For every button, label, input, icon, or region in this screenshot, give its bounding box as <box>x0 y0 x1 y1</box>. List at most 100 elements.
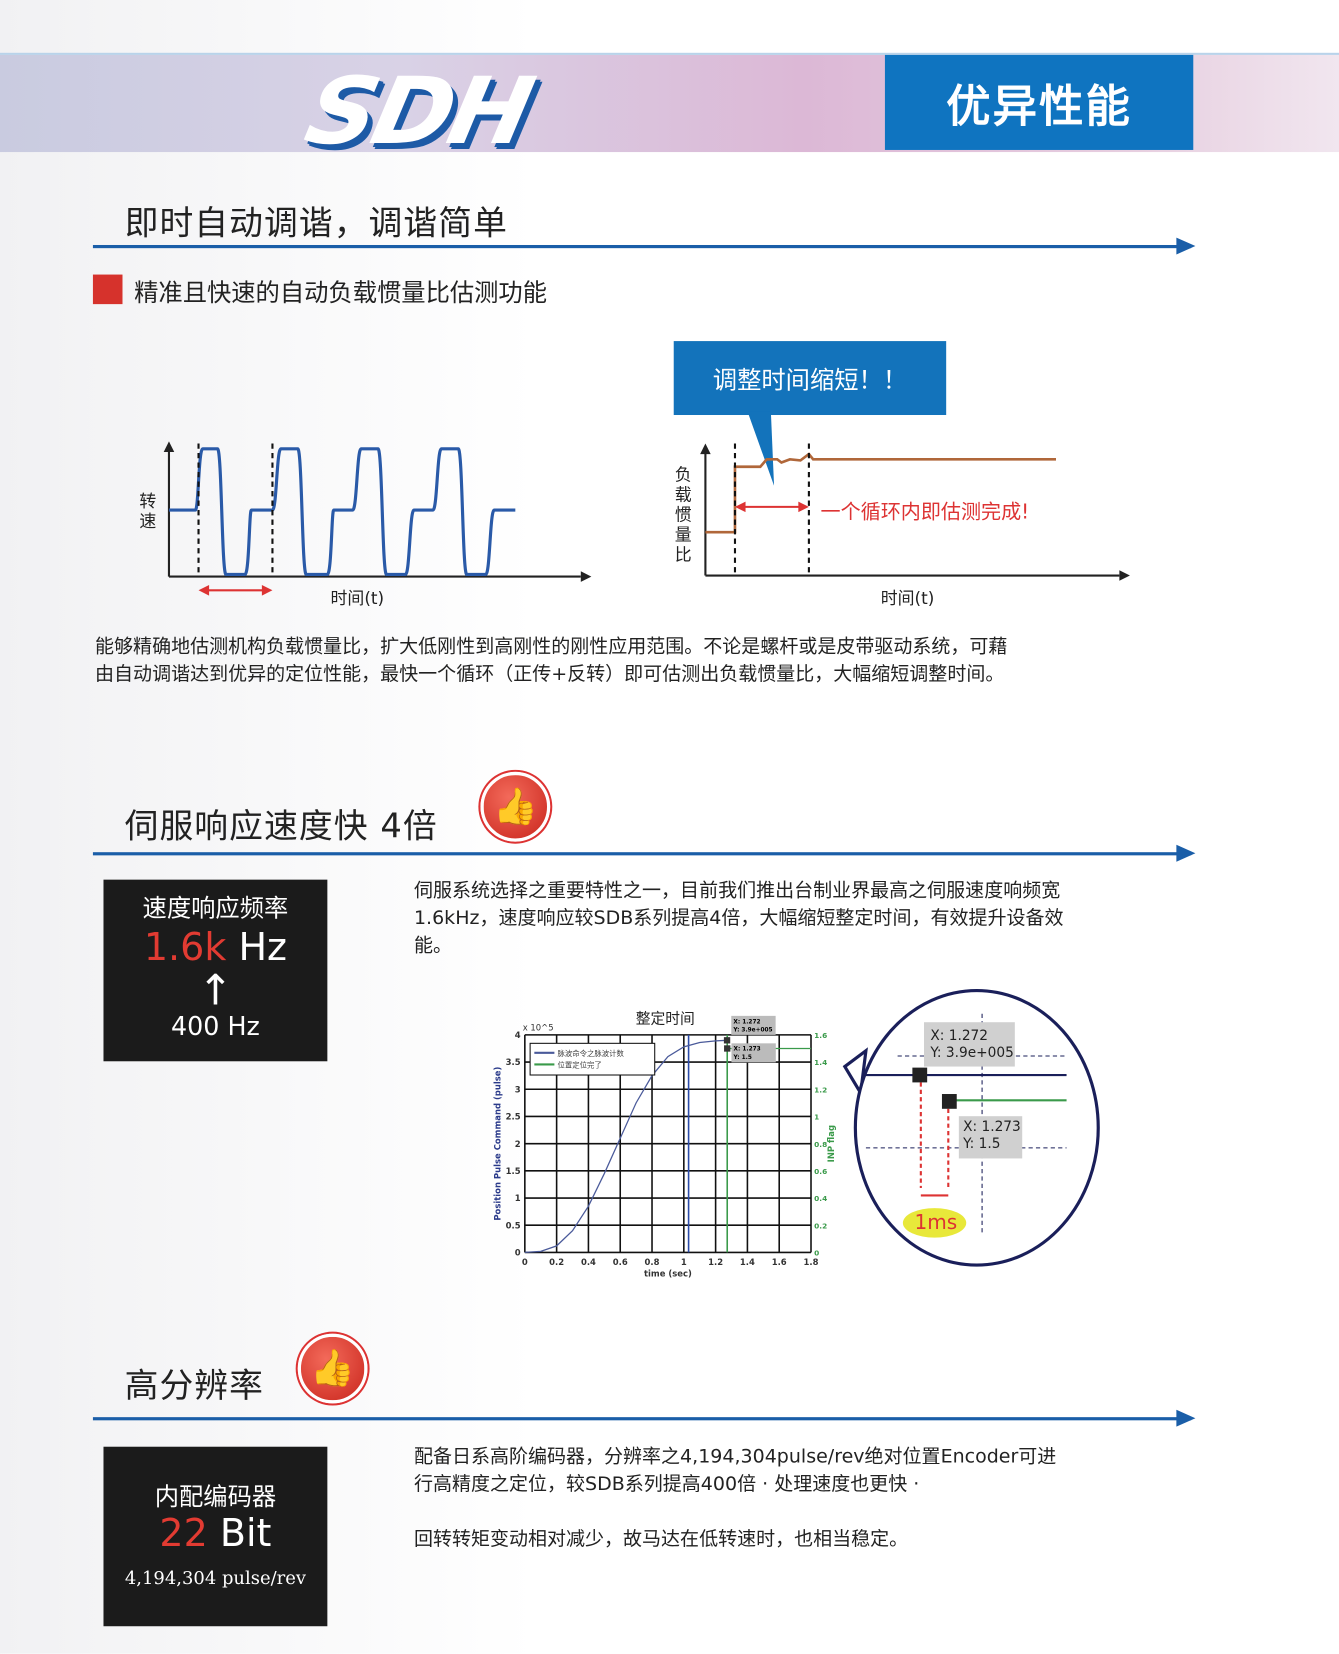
x-tick-label: 1.2 <box>708 1257 723 1267</box>
paragraph-line: 伺服系统选择之重要特性之一，目前我们推出台制业界最高之伺服速度响频宽 <box>413 879 1061 902</box>
datatip-box <box>731 1015 776 1035</box>
old-response-value: 400 Hz <box>171 1011 260 1042</box>
y2-tick-label: 0.8 <box>814 1140 827 1149</box>
resolution-unit: Bit <box>219 1512 272 1556</box>
paragraph-line: 配备日系高阶编码器，分辨率之4,194,304pulse/rev绝对位置Enco… <box>413 1445 1057 1468</box>
delta-time-label: 1ms <box>914 1211 958 1235</box>
estimate-annotation: 一个循环内即估测完成! <box>820 500 1030 524</box>
paragraph-line: 回转转矩变动相对减少，故马达在低转速时，也相当稳定。 <box>413 1528 909 1551</box>
section-divider-arrow <box>92 1409 1196 1427</box>
callout-bubble: 调整时间缩短！！ <box>673 341 947 416</box>
x-tick-label: 1.4 <box>740 1257 755 1267</box>
y-tick-label: 1.5 <box>506 1166 521 1176</box>
section-divider-arrow <box>92 237 1196 255</box>
y2-axis-label: INP flag <box>826 1125 836 1162</box>
y-tick-label: 3.5 <box>506 1057 521 1067</box>
section-title-resolution: 高分辨率 <box>124 1365 265 1406</box>
y-tick-label: 3 <box>515 1084 521 1094</box>
chart-title: 整定时间 <box>636 1010 695 1027</box>
inertia-ratio-chart <box>700 411 1130 581</box>
y2-tick-label: 0.6 <box>814 1167 827 1176</box>
time-axis-label: 时间(t) <box>880 588 935 609</box>
datatip-y: Y: 1.5 <box>733 1055 752 1061</box>
x-tick-label: 0.6 <box>613 1257 628 1267</box>
y-tick-label: 0 <box>515 1248 521 1258</box>
y-tick-label: 0.5 <box>506 1220 521 1230</box>
speed-axis-char: 转 <box>139 491 157 512</box>
datatip-x: X: 1.273 <box>963 1119 1021 1136</box>
y2-tick-label: 0.2 <box>814 1221 827 1230</box>
section-subtitle: 精准且快速的自动负载惯量比估测功能 <box>134 279 548 308</box>
y2-tick-label: 1 <box>814 1113 819 1122</box>
inertia-axis-label: 负载惯量比 <box>675 465 694 565</box>
x-tick-label: 0 <box>522 1257 528 1267</box>
legend-label: 脉波命令之脉波计数 <box>558 1049 625 1058</box>
inertia-axis-char: 比 <box>674 544 692 565</box>
inertia-axis-char: 载 <box>674 484 692 505</box>
y2-tick-label: 1.6 <box>814 1031 827 1040</box>
y2-tick-label: 0.4 <box>814 1194 827 1203</box>
y2-tick-label: 0 <box>814 1249 819 1258</box>
thumbs-up-icon: 👍 <box>297 1333 368 1404</box>
datatip-x: X: 1.272 <box>930 1028 989 1045</box>
x-tick-label: 1 <box>681 1257 687 1267</box>
section-title-response: 伺服响应速度快 4倍 <box>124 805 438 846</box>
paragraph-line: 1.6kHz，速度响应较SDB系列提高4倍，大幅缩短整定时间，有效提升设备效 <box>413 907 1064 930</box>
resolution-value: 22 <box>159 1512 208 1556</box>
datatip-x: X: 1.273 <box>734 1047 761 1053</box>
data-marker <box>723 1037 731 1044</box>
data-marker <box>724 1045 731 1052</box>
paragraph-line: 能够精确地估测机构负载惯量比，扩大低刚性到高刚性的刚性应用范围。不论是螺杆或是皮… <box>95 635 1008 658</box>
legend-box <box>529 1042 656 1076</box>
x-tick-label: 1.8 <box>804 1257 819 1267</box>
datatip-box <box>731 1043 776 1063</box>
datatip-y: Y: 1.5 <box>963 1136 1001 1153</box>
inertia-axis-char: 负 <box>674 464 692 485</box>
y-axis-label: Position Pulse Command (pulse) <box>493 1067 503 1221</box>
legend-label: 位置定位完了 <box>558 1061 602 1070</box>
x-tick-label: 0.4 <box>581 1257 596 1267</box>
datatip-y: Y: 3.9e+005 <box>930 1045 1014 1062</box>
x-axis-label: time (sec) <box>644 1269 692 1279</box>
y-tick-label: 2.5 <box>506 1112 521 1122</box>
inertia-axis-char: 量 <box>674 524 692 545</box>
datatip-x: X: 1.272 <box>733 1019 760 1025</box>
section-divider-arrow <box>92 844 1196 862</box>
series-line-pulse-count <box>524 1039 728 1254</box>
speed-axis-label: 转速 <box>139 491 156 531</box>
time-axis-label: 时间(t) <box>330 588 385 609</box>
speed-axis-char: 速 <box>139 511 157 532</box>
y2-tick-label: 1.4 <box>814 1058 827 1067</box>
y2-tick-label: 1.2 <box>814 1085 827 1094</box>
y-tick-label: 1 <box>515 1193 521 1203</box>
zoom-inset <box>842 988 1100 1267</box>
y-tick-label: 2 <box>515 1139 521 1149</box>
x-tick-label: 0.8 <box>645 1257 660 1267</box>
datatip-y: Y: 3.9e+005 <box>732 1028 772 1034</box>
encoder-box: 内配编码器 22 Bit 4,194,304 pulse/rev <box>103 1446 328 1627</box>
response-value: 1.6k <box>143 926 227 970</box>
y-multiplier: x 10^5 <box>523 1023 554 1033</box>
box-label: 内配编码器 <box>154 1483 277 1512</box>
x-tick-label: 0.2 <box>549 1257 564 1267</box>
sdh-logo: SDH <box>296 57 540 166</box>
inertia-axis-char: 惯 <box>674 504 692 525</box>
response-unit: Hz <box>238 926 287 970</box>
y-tick-label: 4 <box>515 1030 521 1040</box>
box-label: 速度响应频率 <box>142 895 289 923</box>
thumbs-up-icon: 👍 <box>480 771 551 842</box>
paragraph-line: 行高精度之定位，较SDB系列提高400倍 · 处理速度也更快 · <box>413 1473 920 1496</box>
arrow-up-icon: ↑ <box>197 966 234 1015</box>
section-badge: 优异性能 <box>884 54 1194 150</box>
section-title-auto-tuning: 即时自动调谐，调谐简单 <box>124 202 508 243</box>
paragraph-line: 由自动调谐达到优异的定位性能，最快一个循环（正传+反转）即可估测出负载惯量比，大… <box>95 663 1005 686</box>
paragraph-line: 能。 <box>413 934 452 957</box>
red-square-bullet <box>92 274 123 305</box>
speed-response-box: 速度响应频率 1.6k Hz ↑ 400 Hz <box>103 879 328 1062</box>
speed-waveform-chart <box>163 441 592 596</box>
pulse-per-rev: 4,194,304 pulse/rev <box>124 1568 306 1590</box>
